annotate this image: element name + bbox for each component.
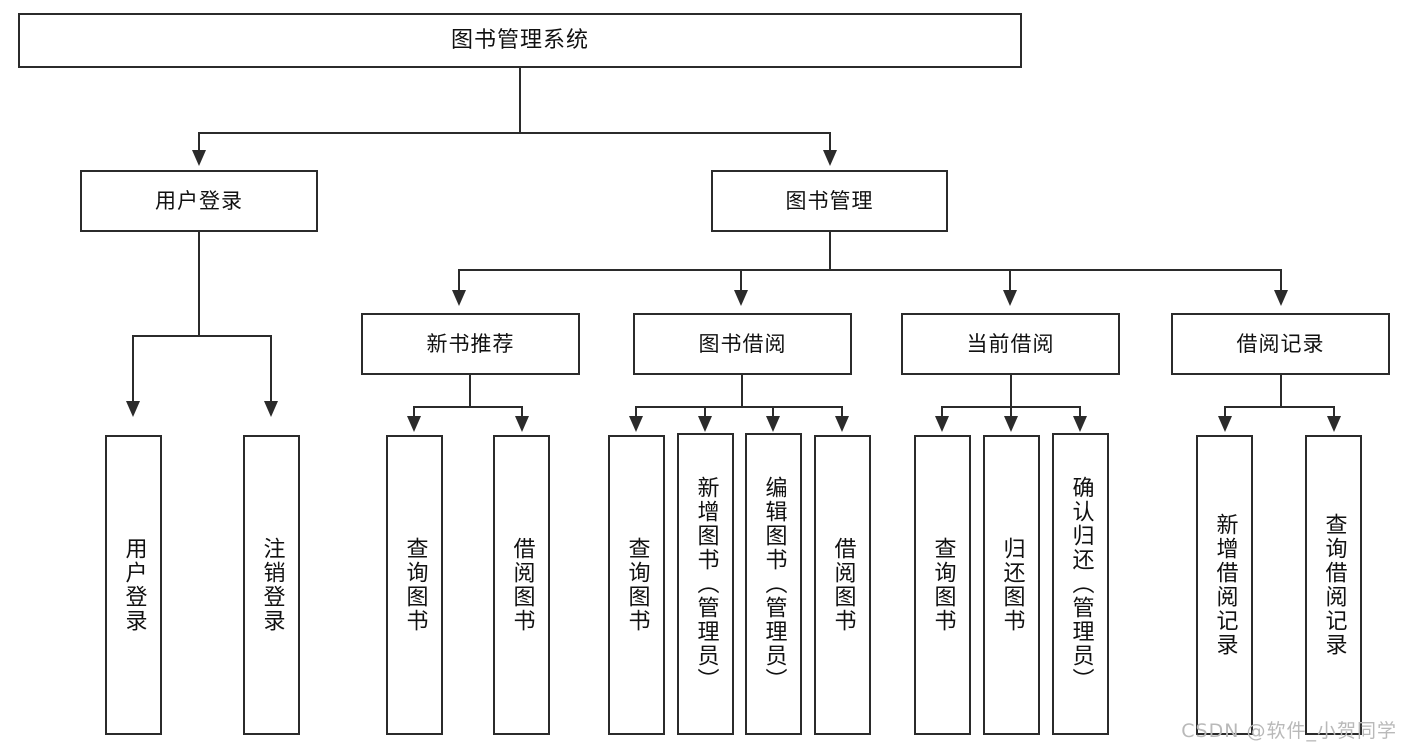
leaf-current-borrow-return-book[interactable]: 归还图书 bbox=[983, 435, 1040, 735]
node-label: 新增图书（管理员） bbox=[693, 476, 719, 692]
connector-drop-br-1 bbox=[1333, 406, 1335, 418]
connector-book-management-stem bbox=[829, 232, 831, 271]
node-label: 查询图书 bbox=[930, 537, 956, 633]
node-label: 用户登录 bbox=[121, 537, 147, 633]
connector-drop-cb-2 bbox=[1079, 406, 1081, 418]
node-label: 当前借阅 bbox=[966, 331, 1055, 356]
arrowhead-nb-0 bbox=[407, 416, 421, 432]
node-borrow-record[interactable]: 借阅记录 bbox=[1171, 313, 1390, 375]
node-label: 用户登录 bbox=[155, 188, 243, 213]
arrowhead-book-management bbox=[823, 150, 837, 166]
connector-borrow-record-bus bbox=[1225, 406, 1335, 408]
node-new-book-recommend[interactable]: 新书推荐 bbox=[361, 313, 580, 375]
connector-user-login-bus bbox=[133, 335, 272, 337]
arrowhead-bb-3 bbox=[835, 416, 849, 432]
leaf-current-borrow-confirm-return-admin[interactable]: 确认归还（管理员） bbox=[1052, 433, 1109, 735]
node-label: 图书管理系统 bbox=[450, 27, 589, 53]
connector-drop-cb-0 bbox=[941, 406, 943, 418]
leaf-book-borrow-add-book-admin[interactable]: 新增图书（管理员） bbox=[677, 433, 734, 735]
node-user-login[interactable]: 用户登录 bbox=[80, 170, 318, 232]
leaf-new-book-query-book[interactable]: 查询图书 bbox=[386, 435, 443, 735]
node-label: 图书管理 bbox=[785, 188, 874, 213]
node-label: 新增借阅记录 bbox=[1212, 513, 1238, 657]
connector-current-borrow-stem bbox=[1010, 375, 1012, 408]
arrowhead-leaf-user-login-0 bbox=[126, 401, 140, 417]
connector-drop-level3-1 bbox=[740, 269, 742, 292]
arrowhead-bb-2 bbox=[766, 416, 780, 432]
connector-drop-nb-0 bbox=[413, 406, 415, 418]
connector-drop-book-management bbox=[829, 132, 831, 152]
connector-new-book-stem bbox=[469, 375, 471, 408]
connector-drop-level3-3 bbox=[1280, 269, 1282, 292]
csdn-watermark: CSDN @软件_小贺同学 bbox=[1181, 720, 1397, 742]
node-label: 归还图书 bbox=[999, 537, 1025, 633]
connector-drop-cb-1 bbox=[1010, 406, 1012, 418]
arrowhead-nb-1 bbox=[515, 416, 529, 432]
connector-new-book-bus bbox=[414, 406, 523, 408]
connector-drop-bb-0 bbox=[635, 406, 637, 418]
connector-drop-bb-1 bbox=[704, 406, 706, 418]
connector-drop-leaf-user-login-1 bbox=[270, 335, 272, 403]
node-label: 查询图书 bbox=[402, 537, 428, 633]
node-book-management[interactable]: 图书管理 bbox=[711, 170, 948, 232]
leaf-current-borrow-query-book[interactable]: 查询图书 bbox=[914, 435, 971, 735]
node-label: 借阅记录 bbox=[1236, 331, 1325, 356]
connector-root-stem bbox=[519, 68, 521, 133]
arrowhead-cb-2 bbox=[1073, 416, 1087, 432]
connector-drop-bb-2 bbox=[772, 406, 774, 418]
node-label: 查询图书 bbox=[624, 537, 650, 633]
arrowhead-cb-1 bbox=[1004, 416, 1018, 432]
node-label: 借阅图书 bbox=[830, 537, 856, 633]
connector-drop-leaf-user-login-0 bbox=[132, 335, 134, 403]
connector-book-borrow-bus bbox=[636, 406, 843, 408]
connector-level3-bus bbox=[458, 269, 1282, 271]
connector-user-login-stem bbox=[198, 232, 200, 336]
leaf-book-borrow-borrow-book[interactable]: 借阅图书 bbox=[814, 435, 871, 735]
arrowhead-level3-2 bbox=[1003, 290, 1017, 306]
leaf-borrow-record-query-record[interactable]: 查询借阅记录 bbox=[1305, 435, 1362, 735]
arrowhead-bb-1 bbox=[698, 416, 712, 432]
arrowhead-level3-0 bbox=[452, 290, 466, 306]
connector-borrow-record-stem bbox=[1280, 375, 1282, 408]
connector-drop-bb-3 bbox=[841, 406, 843, 418]
node-label: 图书借阅 bbox=[698, 331, 787, 356]
arrowhead-bb-0 bbox=[629, 416, 643, 432]
node-root-book-management-system[interactable]: 图书管理系统 bbox=[18, 13, 1022, 68]
node-label: 注销登录 bbox=[259, 537, 285, 633]
arrowhead-leaf-user-login-1 bbox=[264, 401, 278, 417]
arrowhead-br-1 bbox=[1327, 416, 1341, 432]
leaf-user-login-logout[interactable]: 注销登录 bbox=[243, 435, 300, 735]
connector-drop-level3-2 bbox=[1009, 269, 1011, 292]
node-label: 确认归还（管理员） bbox=[1068, 476, 1094, 692]
connector-drop-br-0 bbox=[1224, 406, 1226, 418]
node-book-borrow[interactable]: 图书借阅 bbox=[633, 313, 852, 375]
node-label: 编辑图书（管理员） bbox=[761, 476, 787, 692]
leaf-user-login-login[interactable]: 用户登录 bbox=[105, 435, 162, 735]
connector-book-borrow-stem bbox=[741, 375, 743, 408]
node-label: 借阅图书 bbox=[509, 537, 535, 633]
arrowhead-br-0 bbox=[1218, 416, 1232, 432]
arrowhead-level3-3 bbox=[1274, 290, 1288, 306]
connector-drop-user-login bbox=[198, 132, 200, 152]
leaf-book-borrow-edit-book-admin[interactable]: 编辑图书（管理员） bbox=[745, 433, 802, 735]
arrowhead-level3-1 bbox=[734, 290, 748, 306]
connector-drop-nb-1 bbox=[521, 406, 523, 418]
connector-drop-level3-0 bbox=[458, 269, 460, 292]
connector-level2-bus bbox=[198, 132, 831, 134]
leaf-book-borrow-query-book[interactable]: 查询图书 bbox=[608, 435, 665, 735]
node-current-borrow[interactable]: 当前借阅 bbox=[901, 313, 1120, 375]
arrowhead-cb-0 bbox=[935, 416, 949, 432]
leaf-new-book-borrow-book[interactable]: 借阅图书 bbox=[493, 435, 550, 735]
node-label: 新书推荐 bbox=[426, 331, 515, 356]
node-label: 查询借阅记录 bbox=[1321, 513, 1347, 657]
leaf-borrow-record-add-record[interactable]: 新增借阅记录 bbox=[1196, 435, 1253, 735]
arrowhead-user-login bbox=[192, 150, 206, 166]
